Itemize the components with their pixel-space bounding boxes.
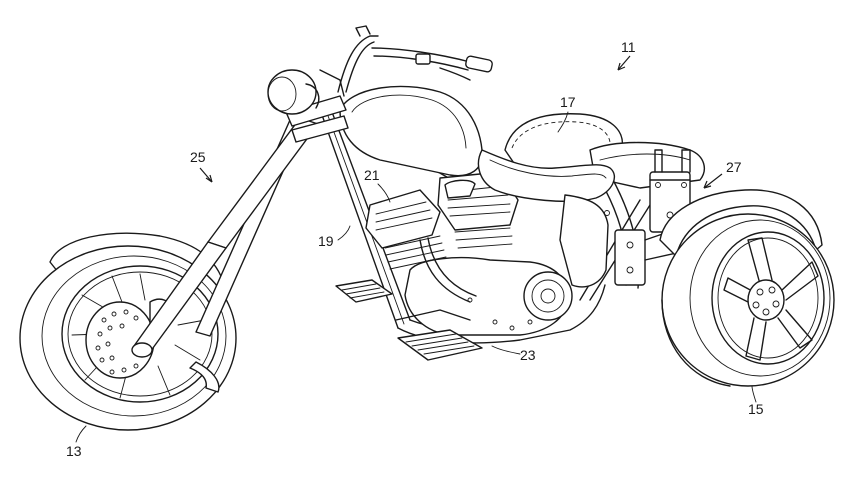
arrow-25 <box>199 167 213 183</box>
leader-21 <box>377 183 391 203</box>
arrow-11 <box>617 55 631 71</box>
reference-labels: 11 17 25 21 27 19 23 15 13 <box>66 39 764 459</box>
label-27: 27 <box>726 159 742 175</box>
label-17: 17 <box>560 94 576 110</box>
leader-17 <box>557 111 569 133</box>
footboards <box>335 279 483 361</box>
engine <box>365 171 573 336</box>
leader-15 <box>751 385 757 403</box>
label-25: 25 <box>190 149 206 165</box>
label-11: 11 <box>621 39 636 55</box>
leader-23 <box>491 345 521 355</box>
label-15: 15 <box>748 401 764 417</box>
leader-13 <box>75 425 87 443</box>
rear-wheel <box>659 189 835 387</box>
label-13: 13 <box>66 443 82 459</box>
leader-19 <box>337 225 351 241</box>
label-19: 19 <box>318 233 334 249</box>
fuel-tank <box>339 85 483 177</box>
side-cover <box>559 194 609 288</box>
label-23: 23 <box>520 347 536 363</box>
arrow-27 <box>703 173 723 189</box>
seat <box>477 149 615 202</box>
front-fork <box>131 69 349 358</box>
brake-disc-holes <box>95 309 143 375</box>
label-21: 21 <box>364 167 380 183</box>
handlebars <box>319 25 493 97</box>
